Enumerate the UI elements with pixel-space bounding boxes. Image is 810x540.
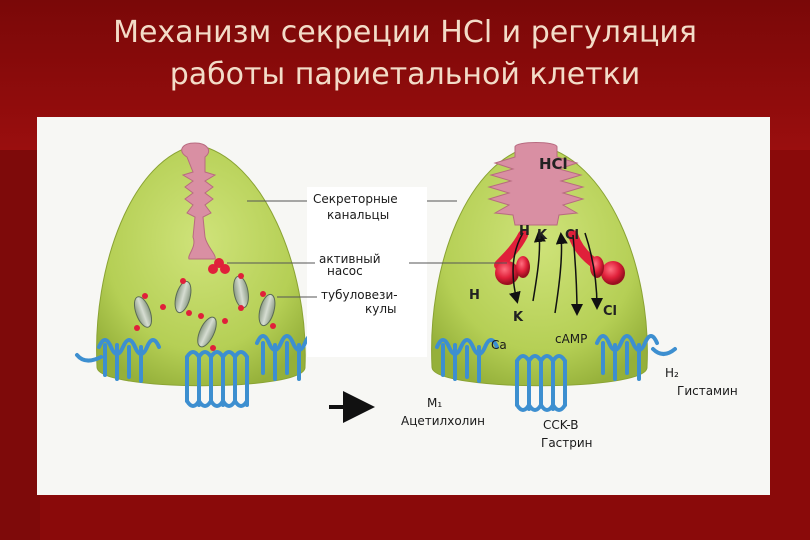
secretory-label-2: канальцы: [327, 208, 389, 222]
camp-label: cAMP: [555, 332, 587, 346]
parietal-cell-diagram: HCl H K Cl H K Cl Ca cAMP Секреторные ка…: [75, 142, 738, 450]
title-line-1: Механизм секреции HCl и регуляция: [113, 15, 697, 50]
secretory-label-1: Секреторные: [313, 192, 398, 206]
h-ion-out: H: [469, 288, 480, 303]
page-title: Механизм секреции HCl и регуляция работы…: [0, 12, 810, 96]
left-secretory-canal: [181, 142, 217, 260]
hcl-label: HCl: [539, 155, 568, 173]
histamine-label: Гистамин: [677, 384, 738, 398]
left-receptor-bottom: [185, 350, 249, 408]
h-ion-top: H: [519, 224, 530, 239]
right-secretory-canal: [487, 142, 585, 226]
diagram-panel: HCl H K Cl H K Cl Ca cAMP Секреторные ка…: [37, 117, 770, 495]
m1-label: M₁: [427, 396, 442, 410]
pump-label-2: насос: [327, 264, 363, 278]
k-ion-bottom: K: [513, 310, 524, 325]
right-receptor-right: [595, 334, 677, 381]
label-column-bg: [307, 187, 427, 357]
ca-label: Ca: [491, 338, 507, 352]
acetylcholine-label: Ацетилхолин: [401, 414, 485, 428]
tubulovesicles: [133, 273, 276, 351]
tubulo-label-1: тубуловези-: [321, 288, 398, 302]
right-receptor-left: [435, 338, 499, 383]
left-parietal-cell: [75, 142, 339, 408]
left-receptor-left: [75, 338, 161, 383]
k-ion-top: K: [537, 228, 548, 243]
tubulo-label-2: кулы: [365, 302, 397, 316]
cl-ion-top: Cl: [565, 228, 579, 243]
right-parietal-cell: HCl H K Cl H K Cl Ca cAMP: [431, 142, 677, 412]
title-line-2: работы париетальной клетки: [169, 57, 641, 92]
ion-arrows: [508, 230, 603, 316]
cl-ion-bottom: Cl: [603, 304, 617, 319]
cckb-label: CCK-B: [543, 418, 579, 432]
right-pump: [568, 230, 625, 285]
gastrin-label: Гастрин: [541, 436, 593, 450]
right-receptor-bottom: [515, 354, 567, 412]
h2-label: H₂: [665, 366, 679, 380]
left-margin: [0, 150, 40, 540]
pump-label-1: активный: [319, 252, 381, 266]
